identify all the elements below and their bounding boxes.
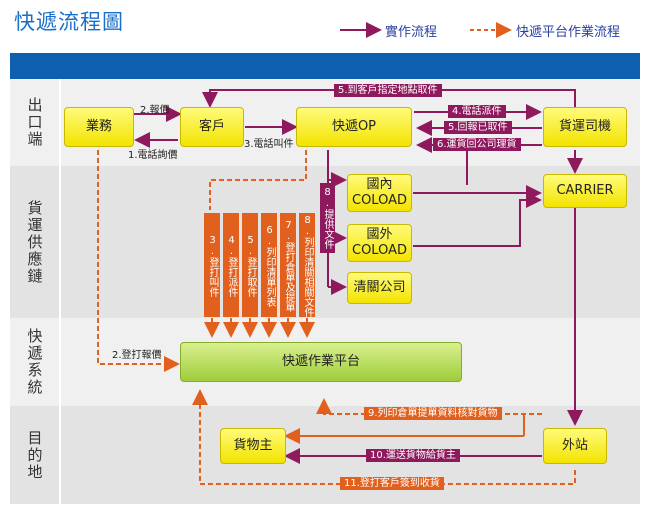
- step-bar-4: 4.登打派件: [223, 213, 239, 317]
- node-express-op[interactable]: 快遞OP: [296, 107, 412, 147]
- label-quote: 2.報價: [140, 105, 170, 116]
- step-bar-5: 5.登打取件: [242, 213, 258, 317]
- node-driver[interactable]: 貨運司機: [543, 107, 627, 147]
- label-print-check: 9.列印倉單提單資料核對貨物: [364, 407, 502, 420]
- node-customs[interactable]: 清關公司: [347, 272, 412, 304]
- label-register-quote: 2.登打報價: [112, 350, 162, 361]
- header-bar: [10, 53, 640, 79]
- node-business[interactable]: 業務: [64, 107, 134, 147]
- page-title: 快遞流程圖: [14, 10, 124, 34]
- label-call-pickup: 3.電話叫件: [244, 139, 294, 150]
- legend-actual: 實作流程: [385, 25, 438, 40]
- legend-platform: 快遞平台作業流程: [516, 25, 621, 40]
- step-bar-3: 3.登打叫件: [204, 213, 220, 317]
- step-bar-6: 6.列印清單列表: [261, 213, 277, 317]
- node-station[interactable]: 外站: [543, 428, 607, 464]
- node-platform[interactable]: 快遞作業平台: [180, 342, 462, 382]
- node-carrier[interactable]: CARRIER: [543, 174, 627, 208]
- row-label-export: 出口端: [25, 97, 44, 148]
- node-foreign-coload[interactable]: 國外 COLOAD: [347, 224, 412, 262]
- node-consignee[interactable]: 貨物主: [220, 428, 286, 464]
- node-customer[interactable]: 客戶: [180, 107, 244, 147]
- row-label-supply: 貨運供應鏈: [25, 199, 44, 285]
- label-sign: 11.登打客戶簽到收貨: [340, 477, 444, 490]
- label-return-goods: 6.運貨回公司理貨: [433, 138, 521, 151]
- step-bar-7: 7.登打倉單及提單: [280, 213, 296, 317]
- row-label-dest: 目的地: [25, 429, 44, 481]
- label-deliver: 10.運送貨物給貨主: [366, 449, 460, 462]
- label-provide-docs: 8.提供文件: [320, 183, 335, 253]
- label-phone-dispatch: 4.電話派件: [448, 105, 506, 118]
- step-bar-8: 8.列印清關相關文件: [299, 213, 315, 317]
- label-report-picked: 5.回報已取件: [444, 121, 512, 134]
- label-to-site: 5.到客戶指定地點取件: [334, 84, 442, 97]
- label-inquiry: 1.電話詢價: [128, 150, 178, 161]
- node-domestic-coload[interactable]: 國內 COLOAD: [347, 174, 412, 212]
- row-label-system: 快遞系統: [25, 328, 44, 396]
